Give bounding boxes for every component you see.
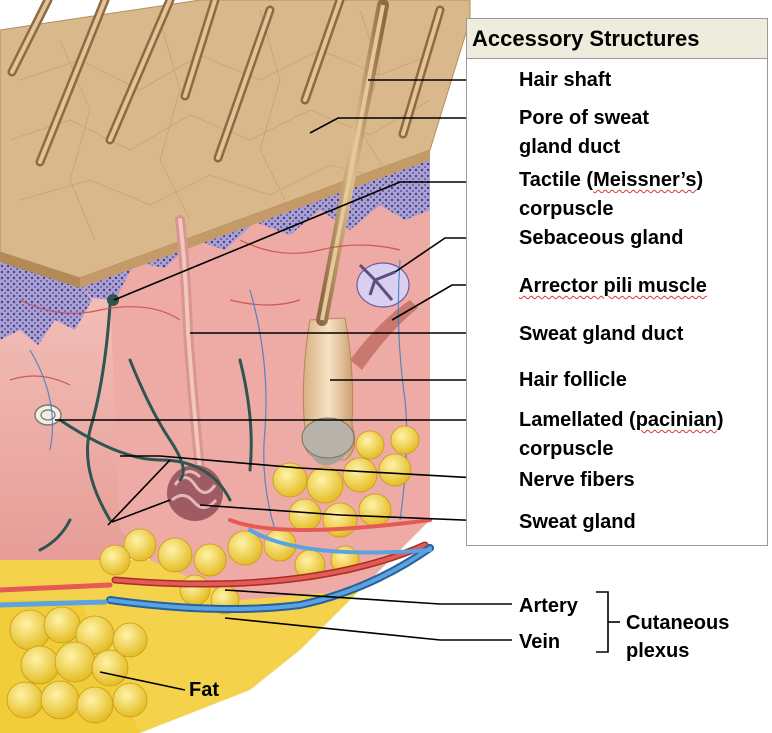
cutaneous-plexus-vessels <box>0 518 434 613</box>
label-lamellated-word: pacinian <box>635 409 717 431</box>
leader-nerve-fibers <box>120 455 513 481</box>
label-arrector: Arrector pili muscle <box>519 275 707 297</box>
hairs <box>7 0 445 167</box>
label-tactile-word: Meissner’s <box>593 169 697 191</box>
leader-artery <box>224 589 512 605</box>
label-vein: Vein <box>519 631 561 653</box>
label-lamellated-post: ) <box>716 409 724 431</box>
label-fat: Fat <box>189 679 219 701</box>
sebaceous-gland <box>356 262 410 308</box>
label-tactile-line2: corpuscle <box>519 198 614 220</box>
label-sweat-gland: Sweat gland <box>519 511 636 533</box>
panel-title: Accessory Structures <box>467 19 767 59</box>
arrector-pili-muscle <box>350 300 418 370</box>
label-tactile: Tactile (Meissner’s) <box>519 166 703 195</box>
label-sebaceous: Sebaceous gland <box>519 227 684 249</box>
lamellated-corpuscle-shape <box>34 404 62 426</box>
label-cutaneous-line2: plexus <box>626 640 690 662</box>
tactile-corpuscle-shape <box>107 294 119 306</box>
label-lamellated: Lamellated (pacinian) <box>519 406 724 435</box>
label-cutaneous-line1: Cutaneous <box>626 612 730 634</box>
label-hair-shaft: Hair shaft <box>519 69 612 91</box>
label-pore-line2: gland duct <box>519 136 621 158</box>
legend-panel: Accessory Structures <box>466 18 768 546</box>
epidermis-top <box>0 0 470 278</box>
hair-follicle <box>301 0 389 466</box>
leader-tactile <box>113 181 512 301</box>
leader-fat <box>99 671 186 691</box>
leader-sweat-gland <box>199 504 513 523</box>
label-pore-line1: Pore of sweat <box>519 107 650 129</box>
label-lamellated-pre: Lamellated ( <box>519 409 636 431</box>
nerve-fiber-paths <box>38 303 253 552</box>
label-sweat-duct: Sweat gland duct <box>519 323 684 345</box>
label-artery: Artery <box>519 595 578 617</box>
label-hair-follicle: Hair follicle <box>519 369 627 391</box>
leader-nerve-fibers-3 <box>111 499 171 523</box>
label-tactile-post: ) <box>696 169 704 191</box>
label-nerve-fibers: Nerve fibers <box>519 469 635 491</box>
leader-vein <box>224 617 512 641</box>
cutaneous-bracket <box>596 591 609 653</box>
label-tactile-pre: Tactile ( <box>519 169 594 191</box>
fat-lobules <box>6 425 420 724</box>
leader-pore <box>309 117 512 134</box>
leader-nerve-fibers-2 <box>107 459 171 526</box>
label-lamellated-line2: corpuscle <box>519 438 614 460</box>
